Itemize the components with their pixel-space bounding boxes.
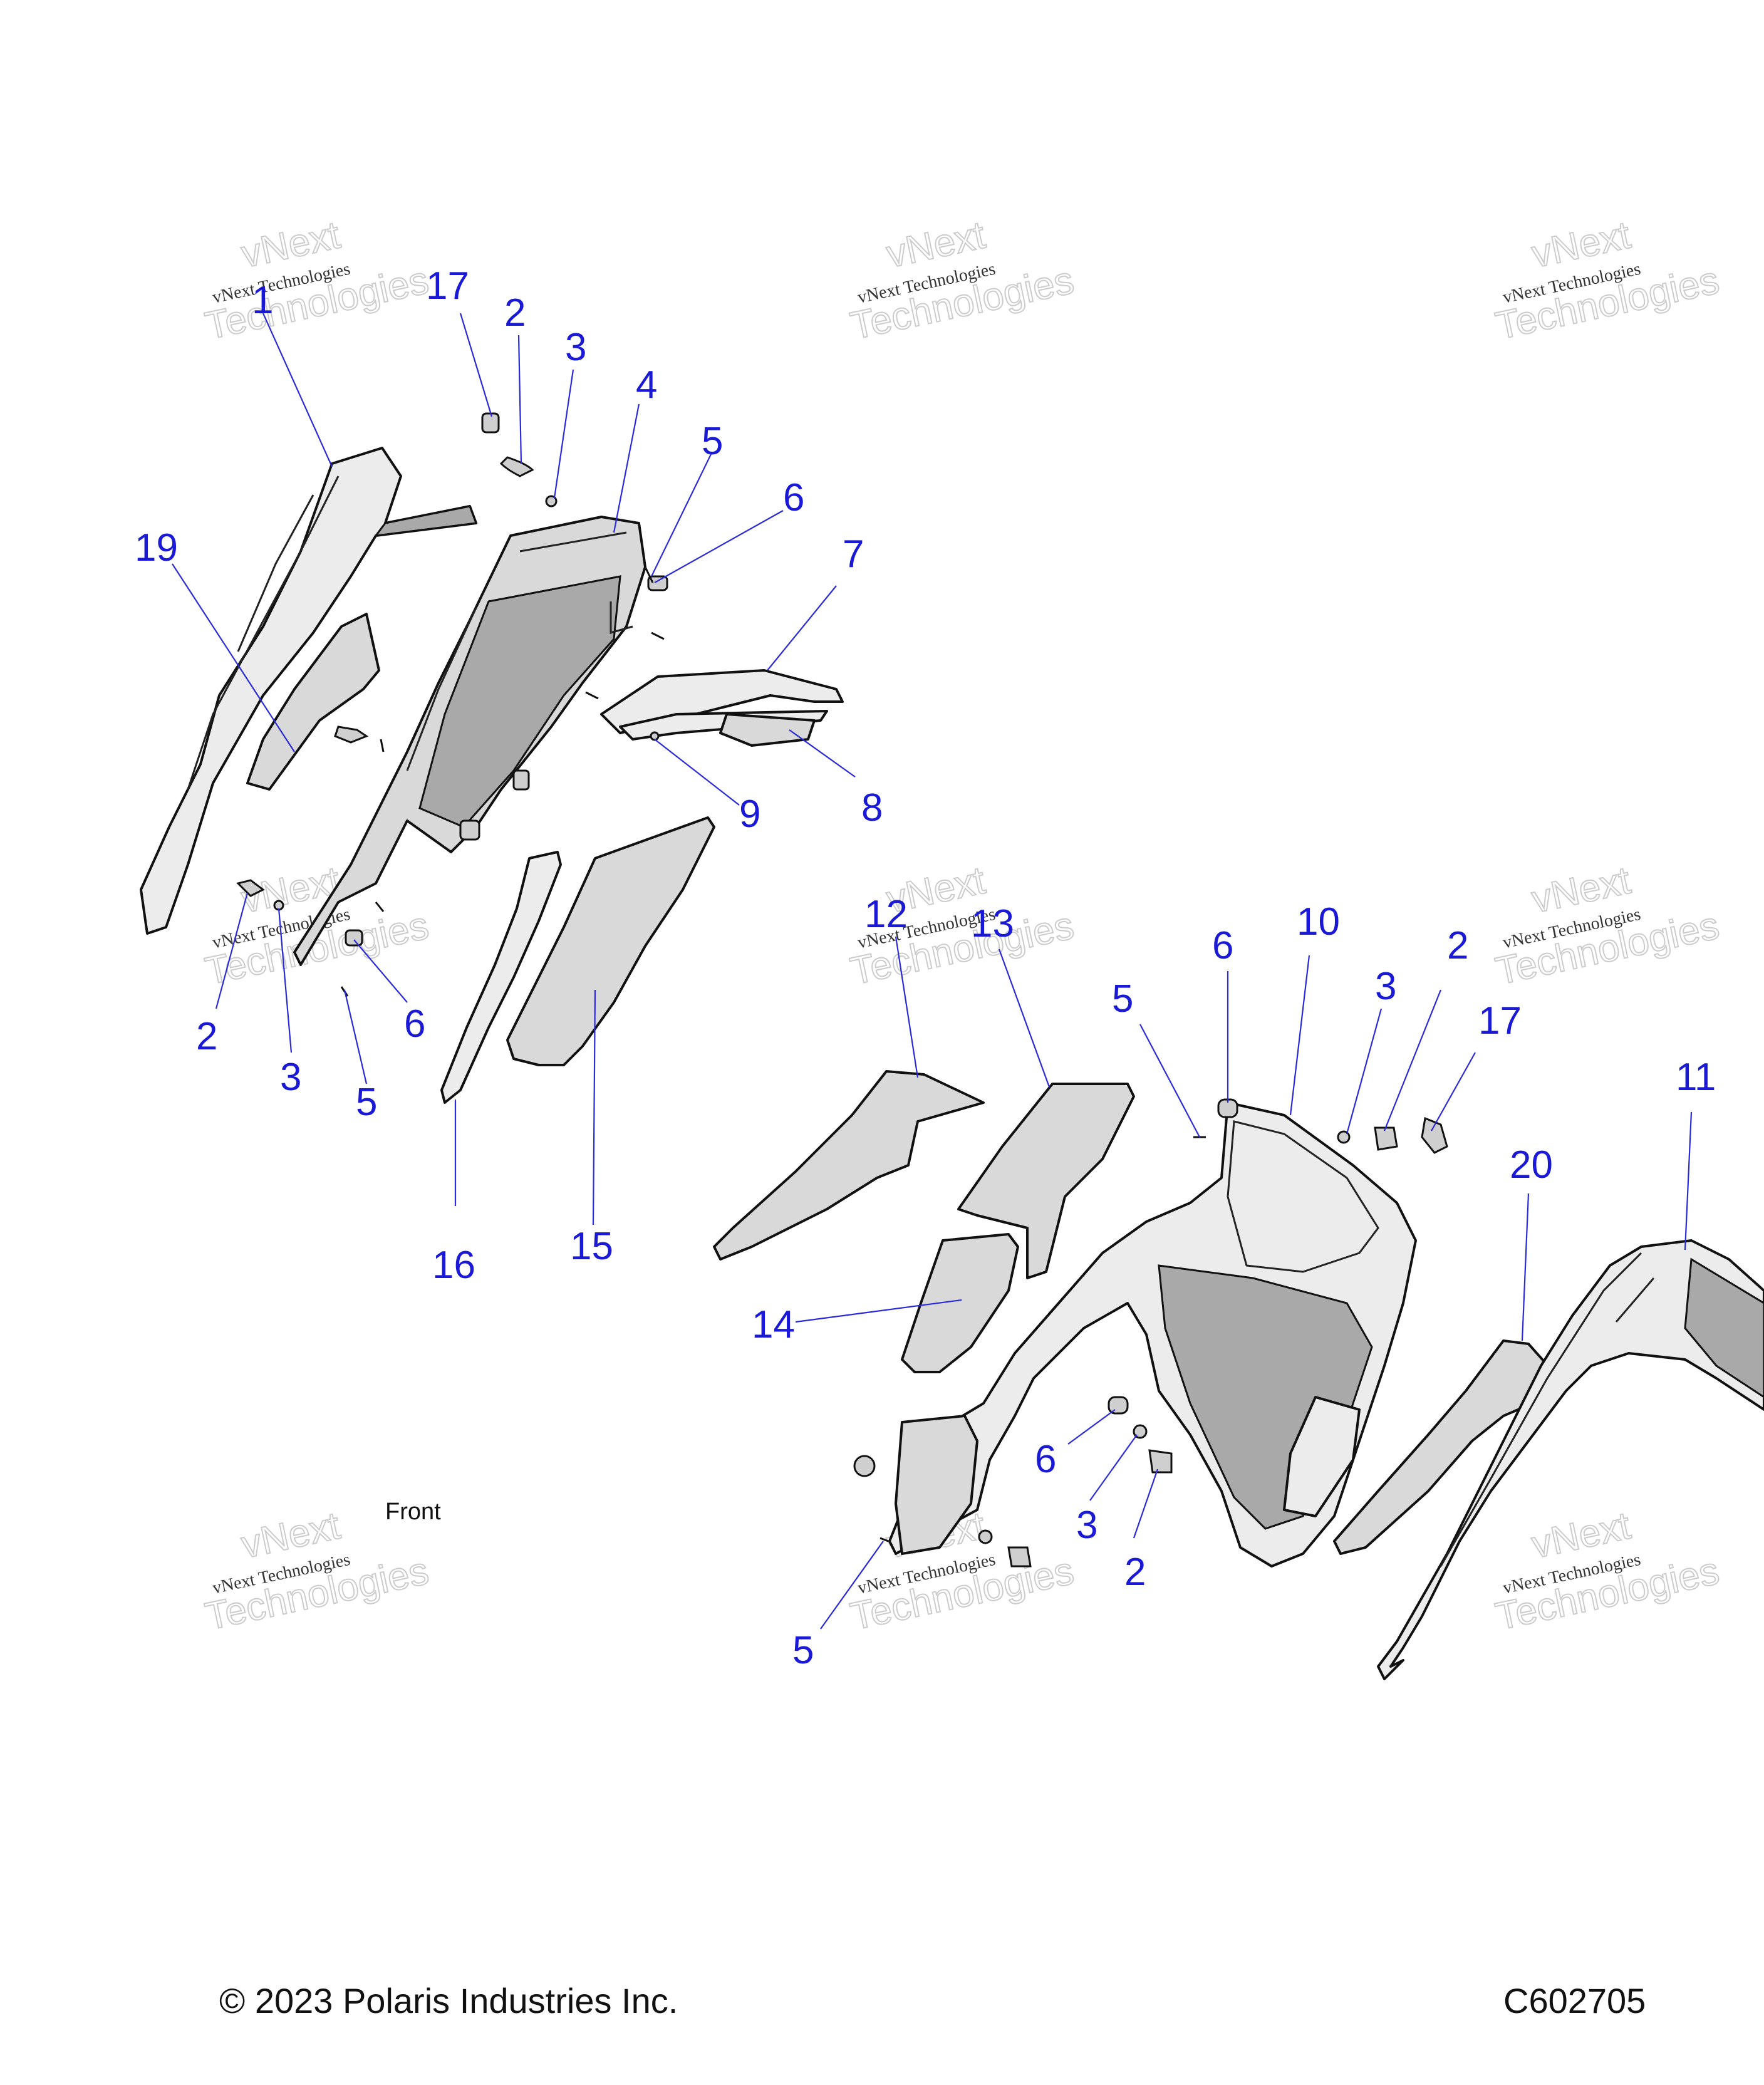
callout: 8 <box>861 786 883 829</box>
part-13-pad <box>957 1083 1135 1279</box>
watermark: vNext vNext Technologies Technologies <box>1492 213 1723 349</box>
grommet <box>1007 1546 1032 1568</box>
diagram-code: C602705 <box>1503 1981 1646 2020</box>
callout: 3 <box>565 326 586 369</box>
callout: 2 <box>504 291 526 335</box>
callout: 12 <box>864 893 908 936</box>
left-side-panel-assembly <box>140 412 844 1104</box>
callout: 1 <box>252 279 273 322</box>
callout: 2 <box>196 1015 217 1058</box>
callout: 14 <box>752 1303 795 1346</box>
grommet-2 <box>499 456 534 477</box>
grommet-2-lower <box>1148 1449 1173 1474</box>
callout: 3 <box>1076 1504 1097 1547</box>
part-10-highlight <box>1283 1396 1361 1517</box>
part-1-detail <box>187 476 340 790</box>
callout: 2 <box>1447 924 1468 967</box>
callout: 6 <box>1212 924 1233 967</box>
callout: 4 <box>636 363 657 407</box>
callout: 17 <box>426 264 469 308</box>
callout: 10 <box>1297 900 1340 944</box>
callout: 20 <box>1510 1143 1553 1187</box>
part-15-large-pad <box>506 816 715 1066</box>
part-4-recess <box>418 575 621 828</box>
washer <box>978 1529 993 1544</box>
callout: 6 <box>1035 1438 1056 1481</box>
callout: 16 <box>432 1244 475 1287</box>
callouts: 1 17 2 3 4 5 6 7 19 9 8 2 3 6 5 16 15 12… <box>135 264 1716 1672</box>
grommet-2 <box>1374 1126 1398 1151</box>
part-10-window <box>1227 1120 1379 1273</box>
screw <box>651 632 665 640</box>
screw <box>380 739 385 752</box>
watermark: vNext vNext Technologies Technologies <box>1492 1504 1723 1640</box>
right-hardware <box>853 1098 1448 1568</box>
washer-3-lower <box>273 900 284 911</box>
part-11-right-side-panel <box>1377 1239 1764 1680</box>
bushing-6-lower <box>345 929 363 947</box>
right-side-panel-assembly <box>713 1070 1764 1680</box>
callout: 9 <box>739 793 760 836</box>
callout: 6 <box>783 476 804 519</box>
callout: 15 <box>570 1225 613 1268</box>
part-11-detail <box>1440 1252 1655 1567</box>
callout: 5 <box>1112 977 1133 1021</box>
callout: 6 <box>404 1002 425 1046</box>
tab <box>459 819 480 841</box>
copyright-text: © 2023 Polaris Industries Inc. <box>219 1981 678 2020</box>
callout: 2 <box>1124 1551 1146 1594</box>
callout: 5 <box>792 1629 814 1672</box>
part-14-pad <box>901 1233 1019 1373</box>
clip-17 <box>1421 1116 1448 1154</box>
part-4-detail <box>406 531 633 771</box>
clip-9 <box>650 731 660 741</box>
part-1-shade <box>373 505 478 537</box>
callout: 13 <box>971 902 1014 945</box>
watermark: vNext vNext Technologies Technologies <box>1492 858 1723 994</box>
callout: 19 <box>135 526 178 569</box>
bushing-6-lower <box>1108 1396 1129 1415</box>
bushing <box>853 1455 876 1477</box>
part-8-pad <box>719 713 816 747</box>
front-label: Front <box>385 1499 441 1525</box>
bushing-6 <box>647 575 668 591</box>
washer-3 <box>1337 1130 1351 1144</box>
part-12-pad <box>713 1070 985 1261</box>
fastener <box>334 725 369 744</box>
watermark: vNext vNext Technologies Technologies <box>201 213 433 349</box>
part-16-trim-strip <box>440 851 562 1104</box>
grommet-2-lower <box>236 879 265 897</box>
screw <box>375 902 385 912</box>
watermark: vNext vNext Technologies Technologies <box>201 858 433 994</box>
callout: 7 <box>843 533 864 576</box>
part-11-shade <box>1684 1257 1764 1398</box>
callout: 5 <box>356 1081 377 1124</box>
screw-5-lower <box>879 1537 889 1542</box>
washer-3 <box>545 495 558 507</box>
callout: 3 <box>280 1056 301 1099</box>
clip-17 <box>481 412 500 434</box>
part-10-bracket <box>895 1415 978 1555</box>
callout: 3 <box>1375 965 1396 1008</box>
part-19-insert-panel <box>246 613 380 791</box>
callout: 17 <box>1478 999 1522 1042</box>
callout: 5 <box>702 420 723 463</box>
screw <box>585 691 599 700</box>
leader-lines <box>172 313 1693 1630</box>
screw-5 <box>644 566 654 583</box>
clip <box>512 769 530 791</box>
watermark: vNext vNext Technologies Technologies <box>846 213 1078 349</box>
callout: 11 <box>1676 1056 1716 1099</box>
